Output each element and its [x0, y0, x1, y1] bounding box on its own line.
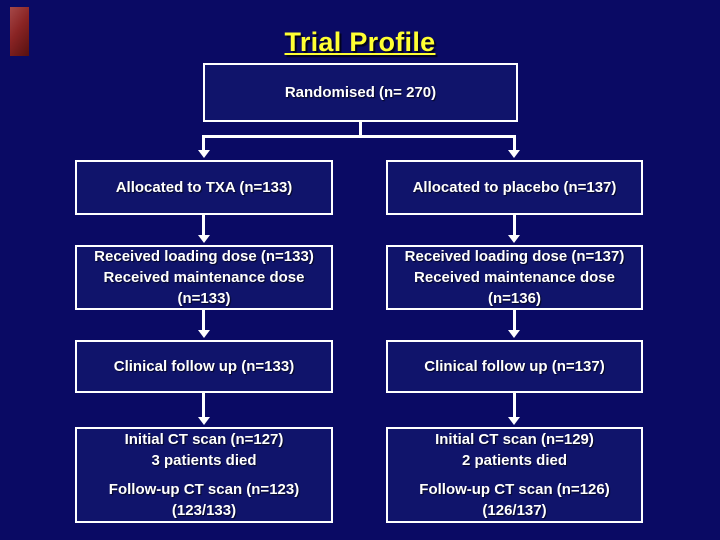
placebo-ct-box: Initial CT scan (n=129) 2 patients died … [386, 427, 643, 523]
txa-ct-initial-line1: Initial CT scan (n=127) [124, 431, 284, 448]
txa-followup-box: Clinical follow up (n=133) [75, 340, 333, 393]
connector-branch-line [202, 135, 516, 138]
placebo-arrow-line-2 [513, 310, 516, 331]
txa-ct-initial-line2: 3 patients died [151, 452, 257, 469]
txa-arrow-line-1 [202, 215, 205, 236]
txa-received-line3: (n=133) [177, 290, 231, 307]
txa-ct-followup-line1: Follow-up CT scan (n=123) [108, 481, 300, 498]
txa-arrowhead-1 [198, 235, 210, 243]
randomised-label: Randomised (n= 270) [284, 84, 437, 101]
placebo-ct-initial-line1: Initial CT scan (n=129) [435, 431, 594, 448]
placebo-received-line3: (n=136) [488, 290, 541, 307]
txa-arrow-line-2 [202, 310, 205, 331]
connector-stem [359, 122, 362, 138]
txa-received-line1: Received loading dose (n=133) [94, 248, 314, 265]
placebo-ct-initial-line2: 2 patients died [461, 452, 567, 469]
txa-allocated-box: Allocated to TXA (n=133) [75, 160, 333, 215]
txa-arrowhead-3 [198, 417, 210, 425]
arrowhead-left [198, 150, 210, 158]
txa-ct-followup-line2: (123/133) [171, 502, 237, 519]
placebo-followup-box: Clinical follow up (n=137) [386, 340, 643, 393]
placebo-arrowhead-2 [508, 330, 520, 338]
txa-ct-initial-group: Initial CT scan (n=127) 3 patients died [125, 429, 284, 471]
txa-followup-label: Clinical follow up (n=133) [113, 358, 295, 375]
placebo-allocated-label: Allocated to placebo (n=137) [412, 179, 617, 196]
placebo-arrowhead-3 [508, 417, 520, 425]
placebo-ct-followup-group: Follow-up CT scan (n=126) (126/137) [419, 479, 609, 521]
txa-received-box: Received loading dose (n=133) Received m… [75, 245, 333, 310]
placebo-arrow-line-3 [513, 393, 516, 418]
slide-title: Trial Profile [284, 27, 436, 57]
txa-allocated-label: Allocated to TXA (n=133) [115, 179, 293, 196]
placebo-ct-followup-line1: Follow-up CT scan (n=126) [419, 481, 610, 498]
placebo-received-box: Received loading dose (n=137) Received m… [386, 245, 643, 310]
txa-arrowhead-2 [198, 330, 210, 338]
placebo-ct-initial-group: Initial CT scan (n=129) 2 patients died [435, 429, 594, 471]
txa-received-line2: Received maintenance dose [103, 269, 305, 286]
placebo-received-line1: Received loading dose (n=137) [404, 248, 625, 265]
txa-ct-box: Initial CT scan (n=127) 3 patients died … [75, 427, 333, 523]
corner-ornament [10, 7, 29, 56]
placebo-arrow-line-1 [513, 215, 516, 236]
txa-arrow-line-3 [202, 393, 205, 418]
placebo-followup-label: Clinical follow up (n=137) [424, 358, 605, 375]
placebo-allocated-box: Allocated to placebo (n=137) [386, 160, 643, 215]
placebo-received-line2: Received maintenance dose [414, 269, 615, 286]
txa-ct-followup-group: Follow-up CT scan (n=123) (123/133) [109, 479, 299, 521]
connector-left-drop [202, 135, 205, 151]
placebo-arrowhead-1 [508, 235, 520, 243]
arrowhead-right [508, 150, 520, 158]
connector-right-drop [513, 135, 516, 151]
randomised-box: Randomised (n= 270) [203, 63, 518, 122]
placebo-ct-followup-line2: (126/137) [482, 502, 547, 519]
